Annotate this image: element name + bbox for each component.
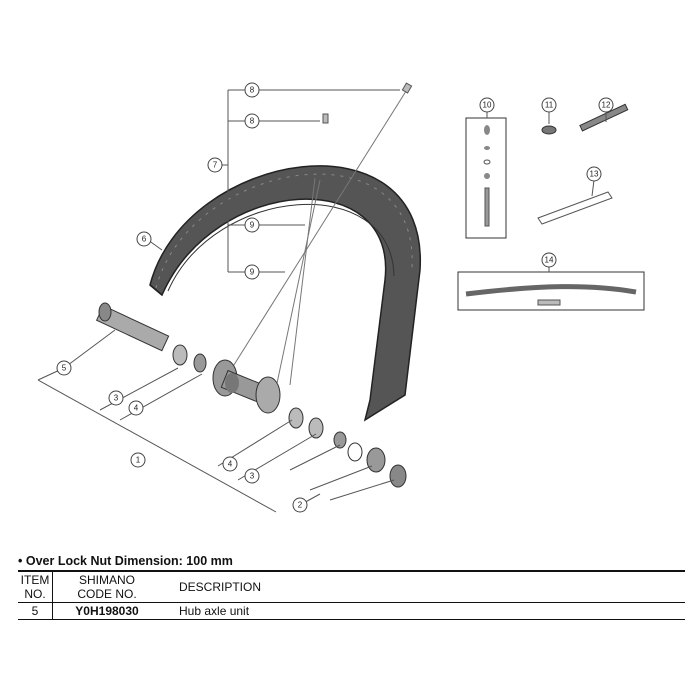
exploded-parts-diagram: 8 8 7 9 9 6 5 3 4 1 4 3 2 10 11 12 13 14	[37, 82, 645, 513]
part-14-box	[457, 271, 645, 311]
parts-table-header: ITEM NO. SHIMANO CODE NO. DESCRIPTION	[18, 571, 685, 603]
callout-5: 5	[62, 364, 67, 373]
tool-box-10	[465, 117, 507, 239]
callout-8-top: 8	[250, 86, 255, 95]
callout-3-right: 3	[250, 472, 255, 481]
callout-9-bottom: 9	[250, 268, 255, 277]
callout-3-left: 3	[114, 394, 119, 403]
row-item-no: 5	[31, 604, 39, 618]
header-item-no-line2: NO.	[24, 587, 46, 601]
callout-14: 14	[545, 256, 554, 265]
callout-6: 6	[142, 235, 147, 244]
callout-4-right: 4	[228, 460, 233, 469]
callout-1: 1	[136, 456, 141, 465]
part-11-drawing	[541, 125, 557, 135]
spoke-wrench-12	[579, 103, 629, 132]
header-item-no: ITEM NO.	[18, 571, 53, 603]
header-code-no: SHIMANO CODE NO.	[52, 571, 161, 603]
hub-axle-drawing	[95, 302, 170, 352]
header-code-line1: SHIMANO	[78, 573, 135, 587]
part-13-drawing	[537, 191, 613, 225]
callout-2: 2	[298, 501, 303, 510]
table-row: 5 Y0H198030 Hub axle unit	[18, 602, 685, 620]
row-code-no: Y0H198030	[52, 602, 161, 620]
row-description: Hub axle unit	[179, 604, 250, 618]
callout-8-bottom: 8	[250, 117, 255, 126]
callout-12: 12	[602, 101, 611, 110]
callout-9-top: 9	[250, 221, 255, 230]
callout-10: 10	[483, 101, 492, 110]
left-bearing-parts	[172, 344, 207, 373]
parts-table: ITEM NO. SHIMANO CODE NO. DESCRIPTION 5 …	[18, 570, 685, 620]
header-item-no-line1: ITEM	[20, 573, 50, 587]
callout-circles	[56, 82, 614, 513]
callout-4-left: 4	[134, 404, 139, 413]
header-code-line2: CODE NO.	[77, 587, 137, 601]
callout-13: 13	[590, 170, 599, 179]
over-lock-nut-heading: • Over Lock Nut Dimension: 100 mm	[18, 554, 233, 568]
callout-7: 7	[213, 161, 218, 170]
spokes-drawing	[225, 87, 409, 389]
callout-11: 11	[545, 101, 554, 110]
nipples-drawing	[322, 82, 413, 124]
rim-drawing	[149, 165, 421, 422]
header-description: DESCRIPTION	[179, 580, 262, 594]
hub-body-drawing	[212, 359, 281, 414]
